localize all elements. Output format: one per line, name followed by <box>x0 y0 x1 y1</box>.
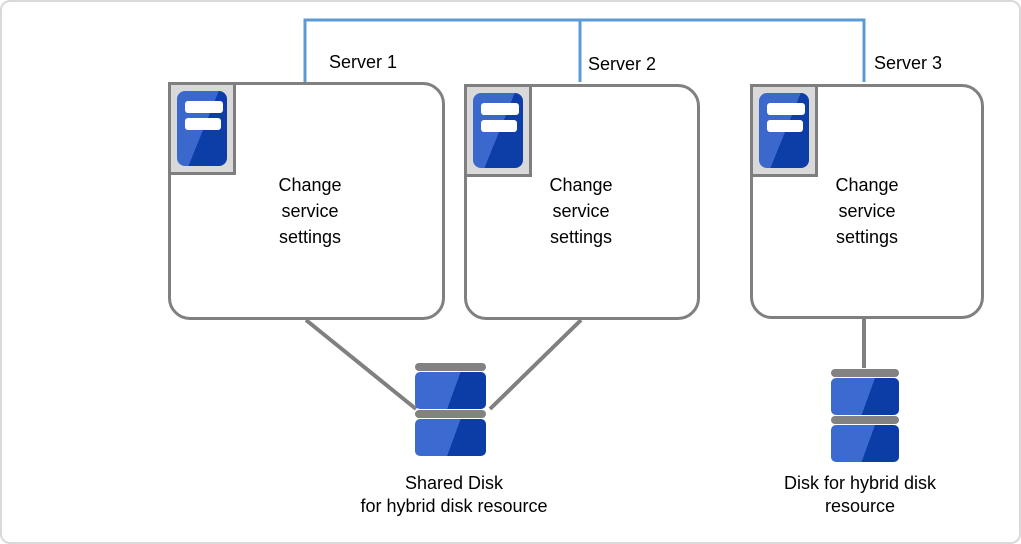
disk-platter-bar-icon <box>831 416 899 424</box>
server-icon <box>464 84 532 177</box>
disk-platter-bar-icon <box>831 369 899 377</box>
server-slot-icon <box>185 118 221 130</box>
server2-label: Server 2 <box>588 54 657 74</box>
hybrid-disk-icon <box>831 369 899 462</box>
shared-disk-icon <box>415 363 486 456</box>
server-icon <box>168 82 236 175</box>
hybrid-disk-caption: Disk for hybrid disk resource <box>740 472 980 518</box>
server-icon <box>750 84 818 177</box>
server-slot-icon <box>185 101 223 113</box>
shared-disk-caption-line1: Shared Disk <box>404 473 504 493</box>
connector-server1-shared-disk <box>304 318 418 411</box>
disk-slab-icon <box>831 378 899 415</box>
server-tower-icon <box>759 93 809 168</box>
server-slot-icon <box>481 120 517 132</box>
disk-platter-bar-icon <box>415 363 486 371</box>
shared-disk-caption-line2: for hybrid disk resource <box>360 496 548 516</box>
connector-server2-shared-disk <box>488 318 583 411</box>
disk-slab-icon <box>415 419 486 456</box>
hybrid-disk-caption-line1: Disk for hybrid disk <box>783 473 937 493</box>
server1-body-text: Change service settings <box>278 175 342 247</box>
hybrid-disk-caption-line2: resource <box>824 496 896 516</box>
disk-platter-bar-icon <box>415 410 486 418</box>
server1-label: Server 1 <box>329 52 398 72</box>
server-tower-icon <box>473 93 523 168</box>
disk-slab-icon <box>831 425 899 462</box>
interconnect-line <box>303 18 866 82</box>
server-slot-icon <box>481 103 519 115</box>
shared-disk-caption: Shared Disk for hybrid disk resource <box>324 472 584 518</box>
server-tower-icon <box>177 91 227 166</box>
server3-body-text: Change service settings <box>835 175 899 247</box>
disk-slab-icon <box>415 372 486 409</box>
server2-body-text: Change service settings <box>549 175 613 247</box>
server-slot-icon <box>767 120 803 132</box>
server2-box <box>464 84 700 320</box>
server-slot-icon <box>767 103 805 115</box>
server3-label: Server 3 <box>874 53 943 73</box>
